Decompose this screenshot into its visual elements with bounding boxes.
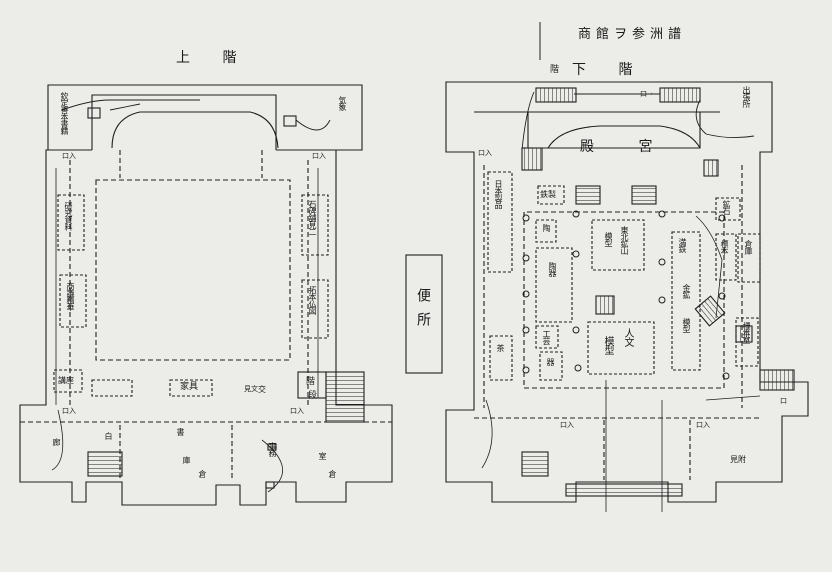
lower-room-ware: 器 [546, 358, 555, 365]
upper-room-exchange: 交 [258, 385, 266, 394]
lower-room-railway: 満鉄 [678, 238, 687, 252]
upper-vestibule-warehouse: 倉 [328, 470, 337, 477]
lower-room-japan-goods: 日本製品 [494, 180, 503, 208]
lower-room-specimen-hall: 標本室 [742, 322, 751, 343]
upper-entrance-left: 口入 [62, 152, 76, 160]
lower-entrance-far-right: 口入 [696, 421, 710, 429]
upper-entrance-bottom-right: 口入 [290, 407, 304, 415]
upper-vestibule-office: 事務 [268, 442, 277, 456]
upper-room-commerce: 商議精華 [66, 282, 75, 310]
lower-entrance-left: 口入 [478, 149, 492, 157]
lower-top-stair: 階 [550, 65, 560, 75]
upper-room-furniture: 家具 [180, 382, 199, 392]
upper-room-research: 研究資料 [64, 202, 73, 230]
lower-room-pottery: 陶器 [548, 262, 557, 276]
lower-room-rail-model: 模型 [682, 318, 691, 332]
lower-floor-title: 下 階 [572, 62, 646, 78]
lower-bottom-right-label: 見附 [730, 455, 746, 464]
upper-entrance-right: 口入 [312, 152, 326, 160]
upper-floor-title: 上 階 [176, 50, 250, 66]
upper-vestibule-store: 庫 [182, 456, 191, 463]
lower-room-humanities-model: 模型 [602, 336, 613, 354]
lower-room-craft: 工芸 [542, 330, 551, 344]
lower-room-mine-model: 模型 [604, 232, 613, 246]
toilet-label: 便所 [415, 288, 431, 336]
map-title: 商館ヲ参洲譜 [578, 26, 686, 42]
upper-room-weather: 気象 [338, 96, 347, 110]
upper-floor-plan [19, 84, 393, 506]
upper-stair-label-2: 段 [308, 391, 318, 401]
toilet-block [405, 254, 443, 374]
lower-room-ceramic: 陶 [542, 224, 551, 231]
upper-vestibule-depot: 倉 [198, 470, 207, 477]
lower-room-ore: 鉱石 [722, 200, 731, 214]
lower-room-mines: 東北鉱山 [620, 226, 629, 254]
lower-palace-hall: 殿 宮 [580, 139, 673, 155]
upper-vestibule-room: 室 [318, 452, 327, 459]
lower-room-tea: 茶 [496, 344, 505, 351]
lower-room-humanities: 人文 [622, 328, 633, 346]
lower-room-specimen: 標本 [720, 240, 729, 254]
upper-entrance-bottom-left: 口入 [62, 407, 76, 415]
upper-passage-label: 見文 [244, 385, 258, 393]
upper-stair-label: 階 [306, 377, 316, 387]
upper-room-stone: 石碑舗見二 [308, 200, 317, 235]
upper-vestibule-book: 書 [176, 428, 185, 435]
lower-stair-tag: 口 [780, 397, 787, 405]
upper-vestibule-left: 廊 [52, 438, 61, 445]
lower-floor-plan [445, 22, 809, 512]
lower-cart-tag: 口→ [640, 90, 653, 98]
upper-room-books: 欽定善本書籍 [60, 92, 69, 134]
lower-room-warehouse: 倉庫 [744, 240, 753, 254]
lower-room-office: 出張所 [742, 86, 751, 107]
upper-room-rubbing: 拓本仏図 [308, 286, 317, 314]
upper-room-lecture: 講座 [58, 376, 74, 385]
lower-room-gold: 金鉱 [682, 284, 691, 298]
lower-entrance-right: 口入 [560, 421, 574, 429]
lower-room-iron: 鉄製 [540, 190, 556, 199]
upper-vestibule-white: 白 [104, 432, 113, 439]
